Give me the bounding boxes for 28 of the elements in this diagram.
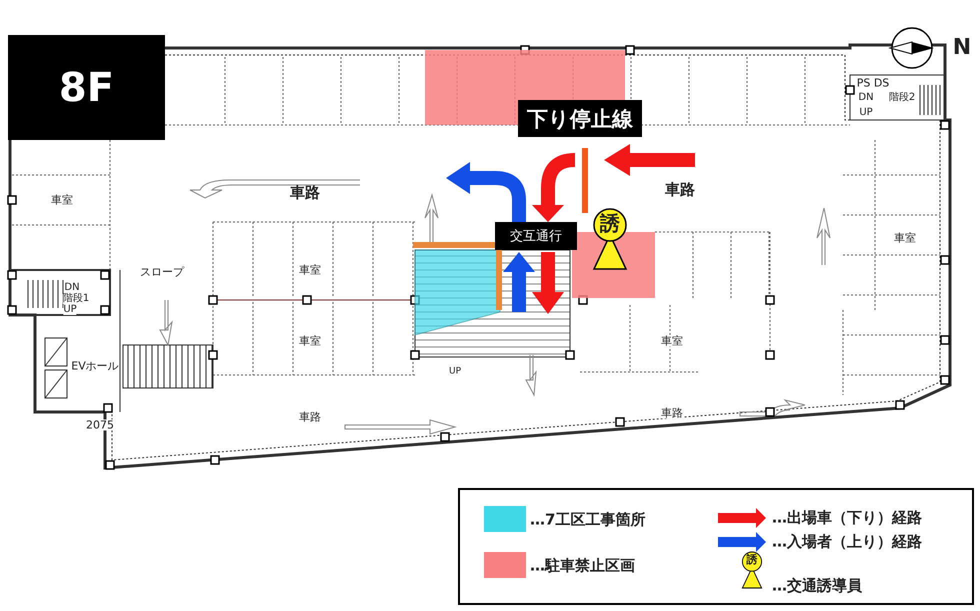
stair-label: 階段1 bbox=[62, 294, 90, 304]
stair-label: 階段2 bbox=[888, 93, 916, 103]
parking-area-label: 車室 bbox=[661, 336, 683, 346]
stair-direction-label: UP bbox=[859, 108, 873, 118]
parking-area-label: 車室 bbox=[894, 232, 916, 244]
room-label: EVホール bbox=[71, 360, 119, 372]
stair-direction-label: UP bbox=[63, 305, 77, 315]
roadway-label: 車路 bbox=[290, 186, 320, 200]
legend-text: …駐車禁止区画 bbox=[530, 558, 635, 574]
roadway-label: 車路 bbox=[299, 412, 321, 422]
legend-text: …入場者（上り）経路 bbox=[772, 534, 922, 550]
roadway-label: 車路 bbox=[665, 182, 695, 198]
ramp-direction-label: UP bbox=[449, 368, 461, 376]
roadway-label: 車路 bbox=[661, 408, 683, 418]
alternate-traffic-label: 交互通行 bbox=[495, 222, 577, 250]
parking-area-label: 車室 bbox=[299, 336, 321, 346]
stop-line-label: 下り停止線 bbox=[518, 100, 642, 137]
stair-direction-label: DN bbox=[64, 283, 80, 293]
stair-direction-label: DN bbox=[858, 93, 874, 103]
legend-text: …交通誘導員 bbox=[772, 578, 862, 594]
parking-area-label: 車室 bbox=[51, 194, 73, 206]
legend-text: …出場車（下り）経路 bbox=[772, 510, 922, 526]
dimension-label: 2075 bbox=[86, 420, 114, 430]
parking-area-label: 車室 bbox=[299, 264, 321, 276]
floor-label: 8F bbox=[8, 35, 165, 140]
room-label: PS DS bbox=[856, 78, 890, 88]
legend-text: …7工区工事箇所 bbox=[530, 512, 646, 528]
slope-label: スロープ bbox=[140, 266, 184, 278]
